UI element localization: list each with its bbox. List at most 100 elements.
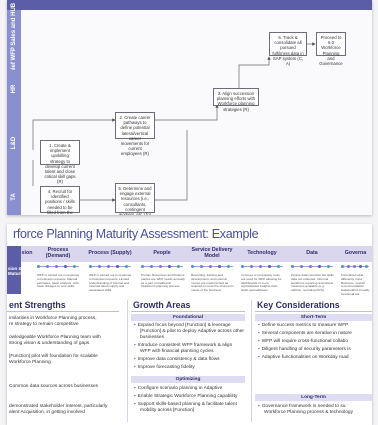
maturity-dot	[347, 265, 350, 268]
maturity-dot	[291, 265, 294, 268]
maturity-dot	[159, 265, 162, 268]
maturity-dot-scale	[341, 265, 369, 271]
process-step-5: 5. Determine and engage external resourc…	[115, 183, 155, 215]
consideration-item: Adaptive functionalities on Workday road	[258, 355, 349, 361]
growth-item: Support skills-based planning & facilita…	[134, 402, 237, 408]
maturity-dot	[268, 265, 271, 268]
column-note: Formalized strat differently impa Busine…	[341, 274, 370, 296]
maturity-dot-scale	[89, 265, 131, 271]
column-note: Recruiting, training and development, an…	[191, 274, 234, 293]
maturity-dot	[327, 265, 330, 268]
maturity-dot-scale	[37, 265, 79, 271]
column-header: Service Delivery Model	[191, 247, 233, 259]
process-step-4: 4. Recruit for identified positions / sk…	[40, 186, 80, 215]
strength-item: re strategy to remain competitive	[9, 322, 79, 327]
column-header: Technology	[247, 250, 277, 257]
subsection-header-foundational: Foundational	[131, 314, 245, 321]
growth-item: Introduce consistent WFP framework & ali…	[134, 343, 233, 349]
consideration-item: Several components are iterative in natu…	[258, 331, 352, 337]
growth-item: Expand focus beyond [Function] & leverag…	[134, 323, 231, 329]
column-note: In-house or proprietary tools are used f…	[241, 274, 282, 293]
growth-item: Configure scenario planning in Adaptive	[134, 386, 223, 392]
process-step-1: 1. Create & implement upskilling strateg…	[40, 140, 80, 184]
strength-item: Workforce Planning	[9, 360, 51, 365]
maturity-dot	[89, 265, 92, 268]
consideration-item: Workforce Planning process & technology	[264, 410, 353, 415]
maturity-dot	[200, 265, 203, 268]
maturity-dot	[359, 265, 362, 268]
growth-item: [Function] & pilot to deploy Adaptive ac…	[140, 329, 244, 334]
maturity-dot-scale	[291, 265, 333, 271]
column-note: People data complete but skills data not…	[291, 274, 334, 293]
maturity-header-row: sion Process (Demand) Process (Supply) P…	[7, 246, 372, 262]
column-note: WFP is carried out in response to busine…	[37, 274, 80, 289]
lane-label: HR	[7, 70, 21, 108]
diagram-header-bar	[7, 0, 372, 10]
growth-item: Enable Strategic Workforce Planning capa…	[134, 394, 238, 400]
slide-title: rforce Planning Maturity Assessment: Exa…	[13, 227, 259, 241]
lane-chief-wfp: Chief WFP Sales and HUB	[7, 3, 372, 77]
subsection-header-optimizing: Optimizing	[131, 376, 245, 383]
lane-label: Chief WFP Sales and HUB	[7, 3, 21, 77]
flow-arrows	[32, 42, 316, 202]
subsection-header-short-term: Short-Term	[255, 314, 372, 321]
maturity-dot-scale	[191, 265, 233, 271]
maturity-dot	[46, 265, 49, 268]
maturity-dot	[241, 265, 244, 268]
strength-item: owledgeable Workforce Planning team with	[9, 335, 101, 340]
section-title: ent Strengths	[9, 300, 66, 310]
maturity-dot	[37, 265, 40, 268]
maturity-dot	[227, 265, 230, 268]
maturity-dot	[300, 265, 303, 268]
strength-item: alent Acquisition, in getting involved	[9, 410, 85, 415]
column-header: Process (Supply)	[88, 250, 132, 257]
maturity-dot	[177, 265, 180, 268]
maturity-dot	[191, 265, 194, 268]
maturity-dot	[365, 265, 368, 268]
process-step-6: 6. Track & consolidate all pursued fulfi…	[269, 32, 307, 66]
consideration-item: Diligent handling of security parameters…	[258, 347, 351, 353]
maturity-dot	[98, 265, 101, 268]
maturity-dot	[209, 265, 212, 268]
column-header: Data	[306, 250, 318, 257]
maturity-dot	[150, 265, 153, 268]
maturity-dot	[64, 265, 67, 268]
process-diagram-slide: Chief WFP Sales and HUB HR L&D TA	[7, 0, 372, 215]
maturity-dot-scale	[141, 265, 183, 271]
consideration-item: Governance framework is needed to su	[258, 404, 346, 410]
maturity-dot	[341, 265, 344, 268]
maturity-dot	[55, 265, 58, 268]
consideration-item: Define success metrics to measure WFP	[258, 323, 349, 329]
process-step-3: 3. Align succession planning efforts wit…	[213, 88, 259, 112]
maturity-dot	[141, 265, 144, 268]
strength-item: demonstrated stakeholder interest, parti…	[9, 404, 108, 409]
growth-item: WFP with financial planning cycles	[140, 349, 214, 354]
strength-item: Common data sources across businesses	[9, 384, 99, 389]
strength-item: imilarities in Workforce Planning proces…	[9, 316, 97, 321]
maturity-dot	[277, 265, 280, 268]
maturity-dot	[250, 265, 253, 268]
column-header: People	[153, 250, 171, 257]
consideration-item: WFP will require cross-functional collab…	[258, 339, 348, 345]
subsection-header-long-term: Long-Term	[255, 394, 372, 401]
column-header: Governa	[344, 250, 367, 257]
maturity-dot	[125, 265, 128, 268]
process-step-2: 2. Create career pathways to define pote…	[115, 112, 155, 156]
growth-item: businesses	[140, 335, 164, 340]
maturity-dot	[353, 265, 356, 268]
lane-label: TA	[7, 178, 21, 215]
maturity-dot	[107, 265, 110, 268]
column-header: sion	[21, 250, 33, 257]
maturity-dot-scale	[241, 265, 283, 271]
maturity-dot	[218, 265, 221, 268]
growth-item: mobility across [Function]	[140, 408, 195, 413]
growth-item: Improve data consistency & data flows	[134, 357, 220, 363]
column-header: Process (Demand)	[45, 247, 71, 259]
section-title: Key Considerations	[257, 300, 340, 310]
strength-item: [Function] pilot will foundation for sca…	[9, 354, 98, 359]
maturity-dot	[168, 265, 171, 268]
section-title: Growth Areas	[133, 300, 191, 310]
column-note: Human Resources and Finance parties are …	[141, 274, 185, 289]
maturity-dot	[116, 265, 119, 268]
